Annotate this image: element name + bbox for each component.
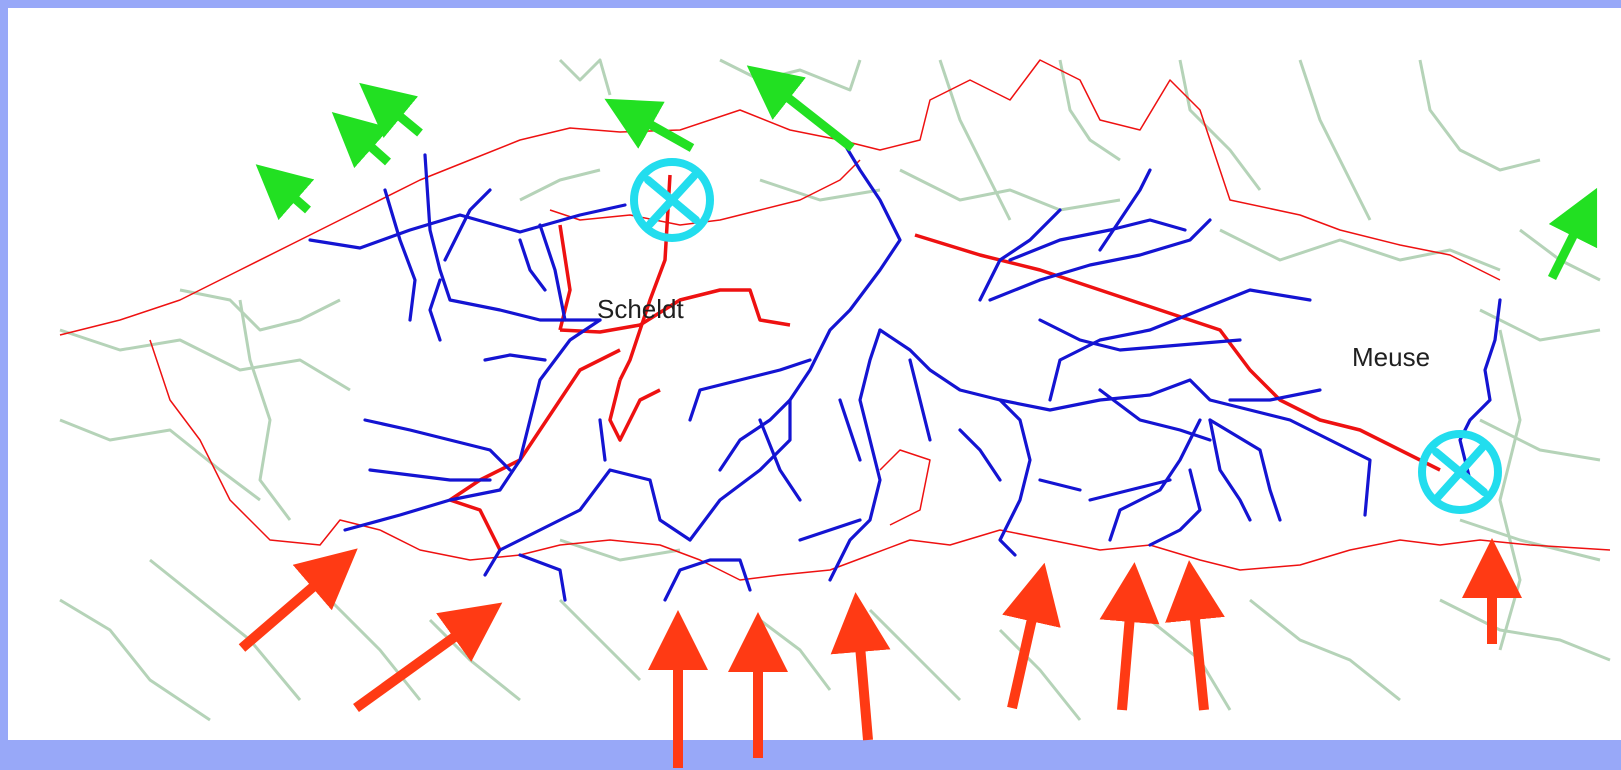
canal-network [448,174,1441,551]
meuse-label: Meuse [1352,342,1430,372]
arrow-up-icon [1099,562,1160,711]
circle-cross-icon [1418,430,1502,514]
arrow-up-left-icon [255,164,315,221]
river-network [308,143,1502,602]
outflow-arrows [255,65,1598,281]
arrow-up-left-icon [604,98,695,152]
circle-cross-icon [630,158,714,242]
arrow-up-icon [1165,560,1225,711]
arrow-up-left-icon [746,65,855,152]
arrow-up-right-icon [238,548,358,652]
arrow-up-right-icon [353,602,503,713]
arrow-up-left-icon [331,112,391,169]
arrow-up-icon [1002,562,1061,710]
border-lines [59,59,1611,581]
context-network [59,58,1611,722]
bottom-band [0,740,1621,770]
inflow-arrows [238,538,1522,768]
scheldt-label: Scheldt [597,294,684,324]
arrow-up-left-icon [359,82,423,139]
arrow-up-right-icon [1547,187,1598,281]
arrow-up-icon [830,592,891,741]
